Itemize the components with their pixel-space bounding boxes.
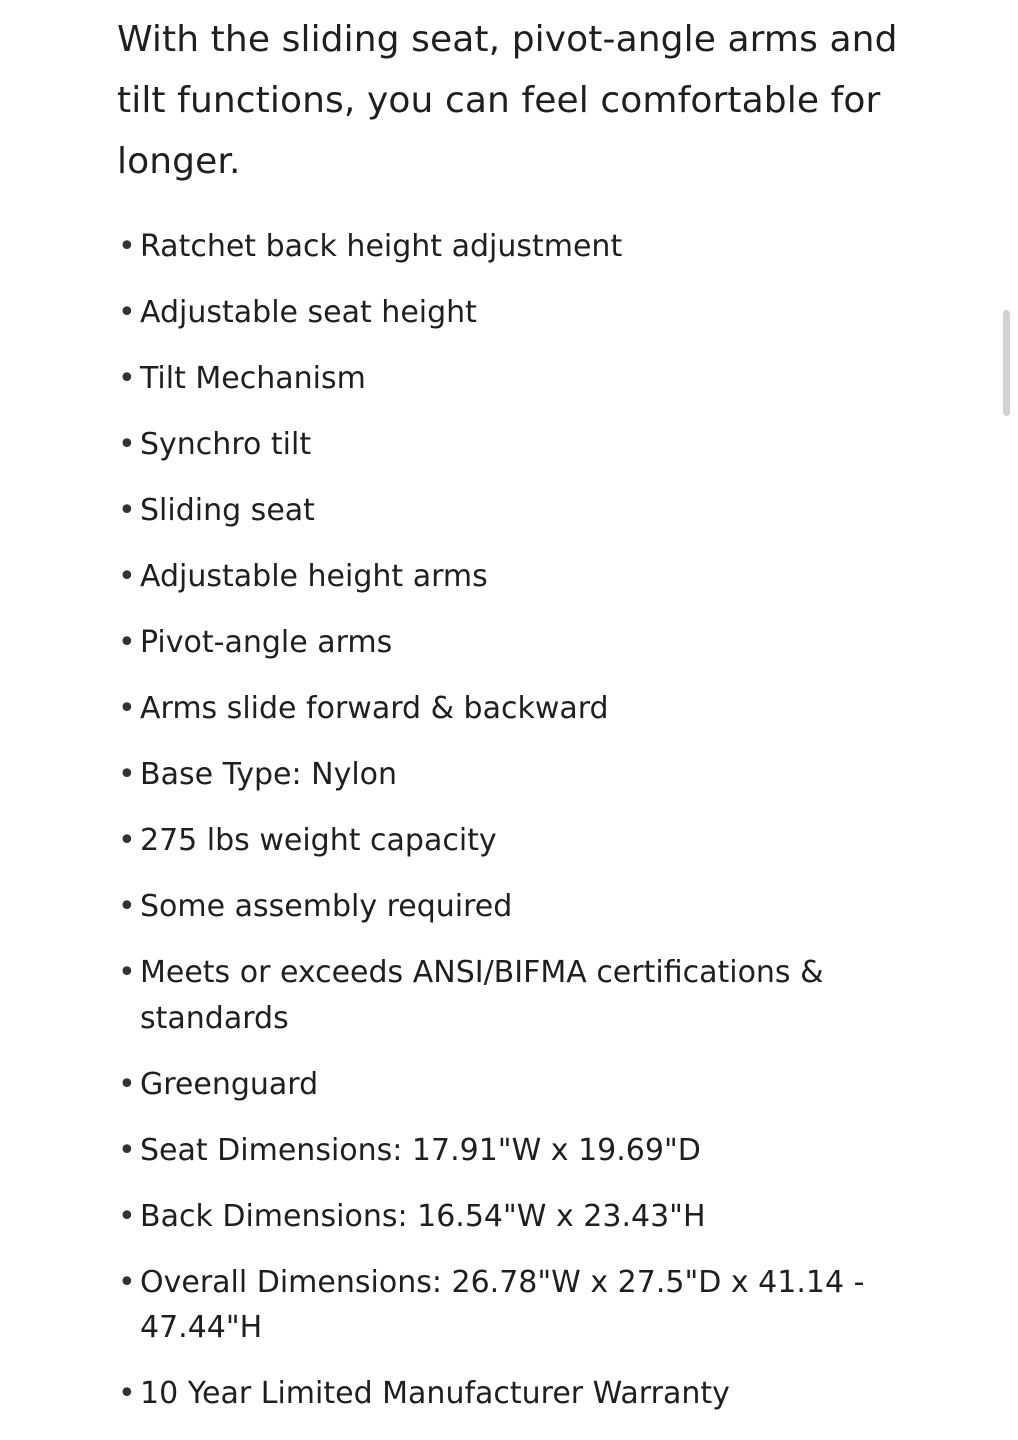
- feature-text: Some assembly required: [140, 889, 513, 924]
- bullet-icon: •: [118, 1376, 136, 1411]
- bullet-icon: •: [118, 295, 136, 330]
- list-item: •Base Type: Nylon: [117, 752, 907, 798]
- feature-text: Seat Dimensions: 17.91"W x 19.69"D: [140, 1132, 701, 1168]
- feature-text: Sliding seat: [140, 493, 315, 528]
- bullet-icon: •: [118, 1132, 136, 1168]
- list-item: •Arms slide forward & backward: [117, 686, 907, 732]
- bullet-icon: •: [118, 691, 136, 726]
- list-item: •275 lbs weight capacity: [117, 818, 907, 864]
- bullet-icon: •: [118, 493, 136, 528]
- list-item: •Ratchet back height adjustment: [117, 224, 907, 270]
- bullet-icon: •: [118, 427, 136, 462]
- bullet-icon: •: [118, 757, 136, 792]
- list-item: •Synchro tilt: [117, 422, 907, 468]
- list-item: •Tilt Mechanism: [117, 356, 907, 402]
- list-item: •Pivot-angle arms: [117, 620, 907, 666]
- feature-text: Back Dimensions: 16.54"W x 23.43"H: [140, 1198, 706, 1234]
- scrollbar-thumb[interactable]: [1003, 310, 1010, 416]
- list-item: •Greenguard: [117, 1062, 907, 1108]
- bullet-icon: •: [118, 625, 136, 660]
- feature-text: Adjustable height arms: [140, 559, 488, 594]
- feature-text: Meets or exceeds ANSI/BIFMA certificatio…: [140, 955, 824, 1036]
- list-item: •Some assembly required: [117, 884, 907, 930]
- feature-text: Pivot-angle arms: [140, 625, 393, 660]
- bullet-icon: •: [118, 559, 136, 594]
- feature-text: Greenguard: [140, 1066, 319, 1102]
- feature-text: Tilt Mechanism: [140, 361, 366, 396]
- feature-text: 275 lbs weight capacity: [140, 823, 497, 858]
- bullet-icon: •: [118, 229, 136, 264]
- bullet-icon: •: [118, 361, 136, 396]
- feature-text: Base Type: Nylon: [140, 757, 398, 792]
- feature-text: Synchro tilt: [140, 427, 312, 462]
- bullet-icon: •: [118, 1198, 136, 1234]
- feature-text: Overall Dimensions: 26.78"W x 27.5"D x 4…: [140, 1264, 865, 1346]
- feature-text: Adjustable seat height: [140, 295, 477, 330]
- list-item: •Adjustable height arms: [117, 554, 907, 600]
- bullet-icon: •: [118, 1264, 136, 1300]
- list-item: •Meets or exceeds ANSI/BIFMA certificati…: [117, 950, 907, 1041]
- feature-text: Arms slide forward & backward: [140, 691, 609, 726]
- list-item: •Overall Dimensions: 26.78"W x 27.5"D x …: [117, 1260, 907, 1351]
- feature-text: 10 Year Limited Manufacturer Warranty: [140, 1376, 730, 1411]
- list-item: •10 Year Limited Manufacturer Warranty: [117, 1371, 907, 1417]
- bullet-icon: •: [118, 1066, 136, 1102]
- feature-list: •Ratchet back height adjustment •Adjusta…: [117, 224, 907, 1437]
- bullet-icon: •: [118, 955, 136, 990]
- intro-paragraph: With the sliding seat, pivot-angle arms …: [117, 19, 898, 182]
- product-description: With the sliding seat, pivot-angle arms …: [117, 0, 907, 1411]
- list-item: •Adjustable seat height: [117, 290, 907, 336]
- bullet-icon: •: [118, 823, 136, 858]
- list-item: •Back Dimensions: 16.54"W x 23.43"H: [117, 1194, 907, 1240]
- bullet-icon: •: [118, 889, 136, 924]
- feature-text: Ratchet back height adjustment: [140, 229, 623, 264]
- list-item: •Sliding seat: [117, 488, 907, 534]
- list-item: •Seat Dimensions: 17.91"W x 19.69"D: [117, 1128, 907, 1174]
